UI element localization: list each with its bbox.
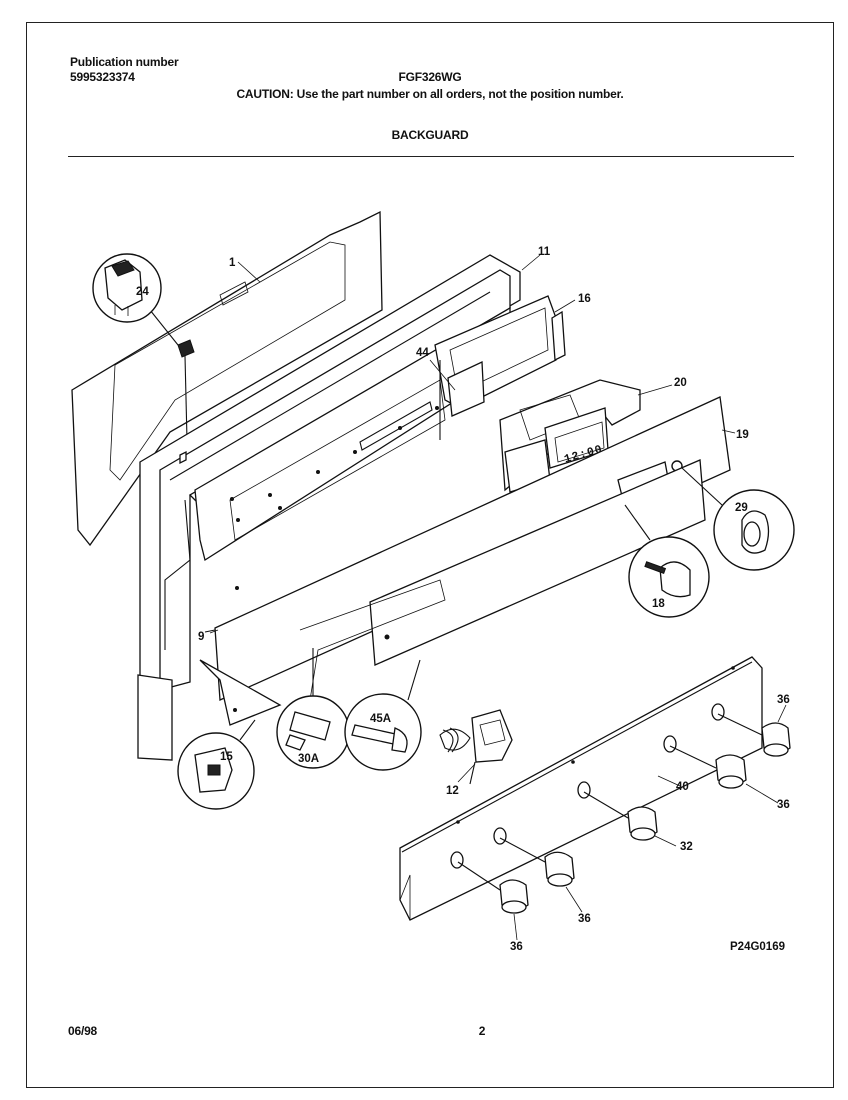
callout-11: 11 bbox=[538, 246, 551, 258]
callout-45a: 45A bbox=[370, 713, 391, 725]
callout-12: 12 bbox=[446, 785, 459, 797]
drawing-code: P24G0169 bbox=[730, 941, 785, 953]
callout-20: 20 bbox=[674, 377, 687, 389]
publication-number: 5995323374 bbox=[70, 70, 135, 84]
section-title: BACKGUARD bbox=[391, 128, 469, 142]
screw-45a-detail-circle bbox=[344, 659, 422, 771]
clip-30a-detail-circle bbox=[276, 648, 350, 769]
knob-36-right-upper bbox=[717, 713, 791, 757]
knob-36-bottom-left bbox=[457, 861, 529, 914]
callout-36-b: 36 bbox=[777, 799, 790, 811]
switch-detail-circle bbox=[92, 253, 162, 323]
knob-18-detail-circle bbox=[624, 504, 710, 618]
knob-36-bottom-mid bbox=[499, 837, 575, 887]
bracket-15-detail-circle bbox=[177, 719, 256, 810]
window-glass-part bbox=[447, 360, 485, 417]
callout-9: 9 bbox=[198, 631, 204, 643]
knob-36-right-lower bbox=[669, 745, 747, 789]
callout-16: 16 bbox=[578, 293, 591, 305]
callout-36-c: 36 bbox=[578, 913, 591, 925]
callout-24: 24 bbox=[136, 286, 149, 298]
page-frame bbox=[26, 22, 834, 1088]
footer-page-number: 2 bbox=[478, 1024, 486, 1038]
callout-36-d: 36 bbox=[510, 941, 523, 953]
caution-note: CAUTION: Use the part number on all orde… bbox=[236, 87, 624, 101]
callout-36-a: 36 bbox=[777, 694, 790, 706]
callout-15: 15 bbox=[220, 751, 233, 763]
publication-label: Publication number bbox=[70, 55, 179, 69]
callout-40: 40 bbox=[676, 781, 689, 793]
header-rule bbox=[68, 156, 794, 157]
footer-date: 06/98 bbox=[68, 1024, 98, 1038]
callout-32: 32 bbox=[680, 841, 693, 853]
side-bracket-part bbox=[137, 659, 282, 761]
callout-1: 1 bbox=[229, 257, 236, 269]
callout-18: 18 bbox=[652, 598, 665, 610]
callout-44: 44 bbox=[416, 347, 429, 359]
knob-29-detail-circle bbox=[681, 467, 795, 571]
callout-leaders bbox=[209, 254, 787, 941]
backguard-body-part bbox=[139, 254, 521, 691]
switch-part bbox=[149, 309, 195, 441]
knob-32 bbox=[583, 791, 658, 841]
callout-labels: 1 9 11 12 15 16 18 19 20 24 29 30A 32 36… bbox=[136, 246, 790, 953]
callout-30a: 30A bbox=[298, 753, 319, 765]
callout-19: 19 bbox=[736, 429, 749, 441]
callout-29: 29 bbox=[735, 502, 748, 514]
valve-part bbox=[439, 709, 513, 785]
rear-panel-part bbox=[71, 210, 383, 547]
model-number: FGF326WG bbox=[398, 70, 462, 84]
lower-panel-part bbox=[204, 459, 706, 701]
